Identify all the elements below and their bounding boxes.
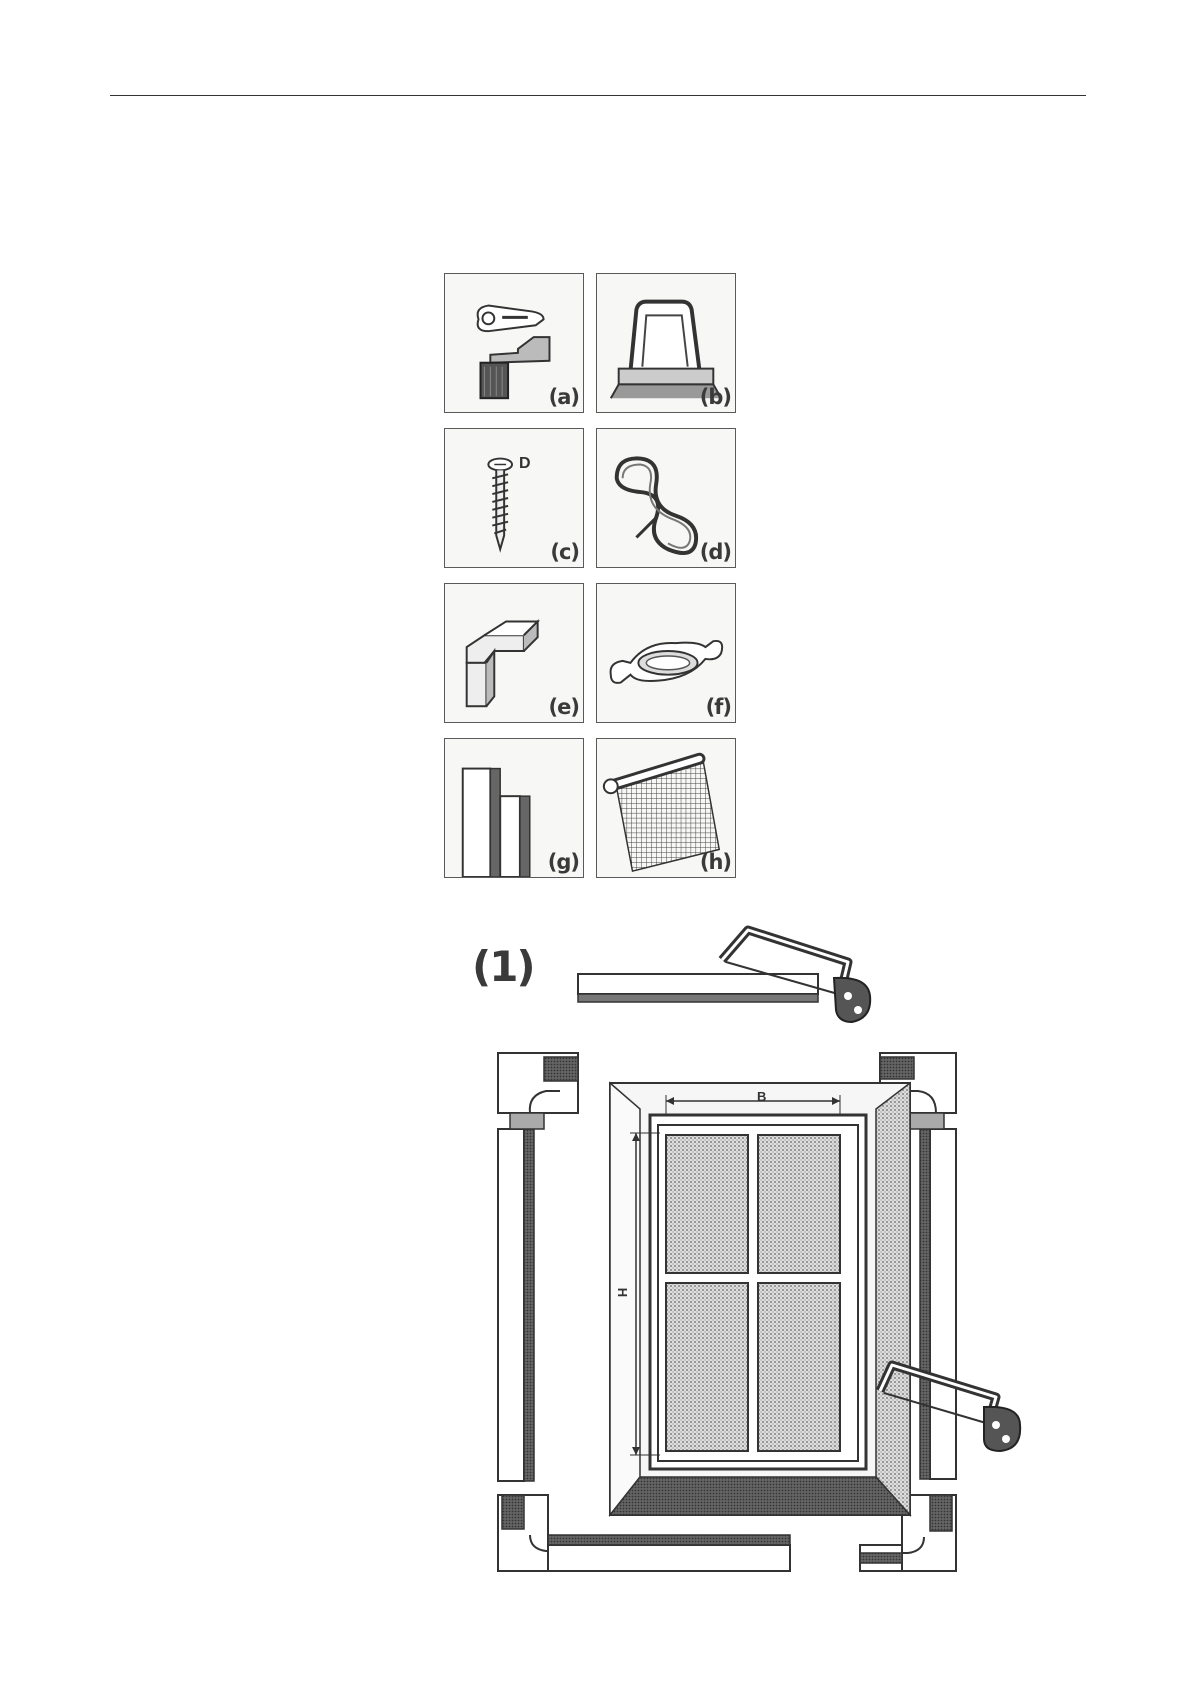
saw-cutting-profile-icon xyxy=(472,922,1052,1042)
part-tile-c: D (c) xyxy=(444,428,584,568)
part-label-a: (a) xyxy=(549,385,579,409)
part-tile-a: (a) xyxy=(444,273,584,413)
height-dimension-label: H xyxy=(615,1288,630,1297)
part-label-h: (h) xyxy=(700,850,731,874)
part-tile-f: (f) xyxy=(596,583,736,723)
part-label-d: (d) xyxy=(700,540,731,564)
screw-size-label: D xyxy=(519,455,531,473)
window-measure-illustration: B H xyxy=(490,1045,1060,1575)
part-tile-e: (e) xyxy=(444,583,584,723)
part-tile-g: (g) xyxy=(444,738,584,878)
part-tile-h: (h) xyxy=(596,738,736,878)
part-label-b: (b) xyxy=(700,385,731,409)
part-tile-b: (b) xyxy=(596,273,736,413)
part-label-e: (e) xyxy=(549,695,579,719)
step-1-illustration: (1) xyxy=(472,922,1052,1042)
width-dimension-label: B xyxy=(757,1089,766,1104)
window-frame-diagram xyxy=(490,1045,1060,1575)
part-label-f: (f) xyxy=(706,695,731,719)
part-label-c: (c) xyxy=(550,540,579,564)
part-label-g: (g) xyxy=(548,850,579,874)
part-tile-d: (d) xyxy=(596,428,736,568)
header-rule xyxy=(110,95,1086,96)
